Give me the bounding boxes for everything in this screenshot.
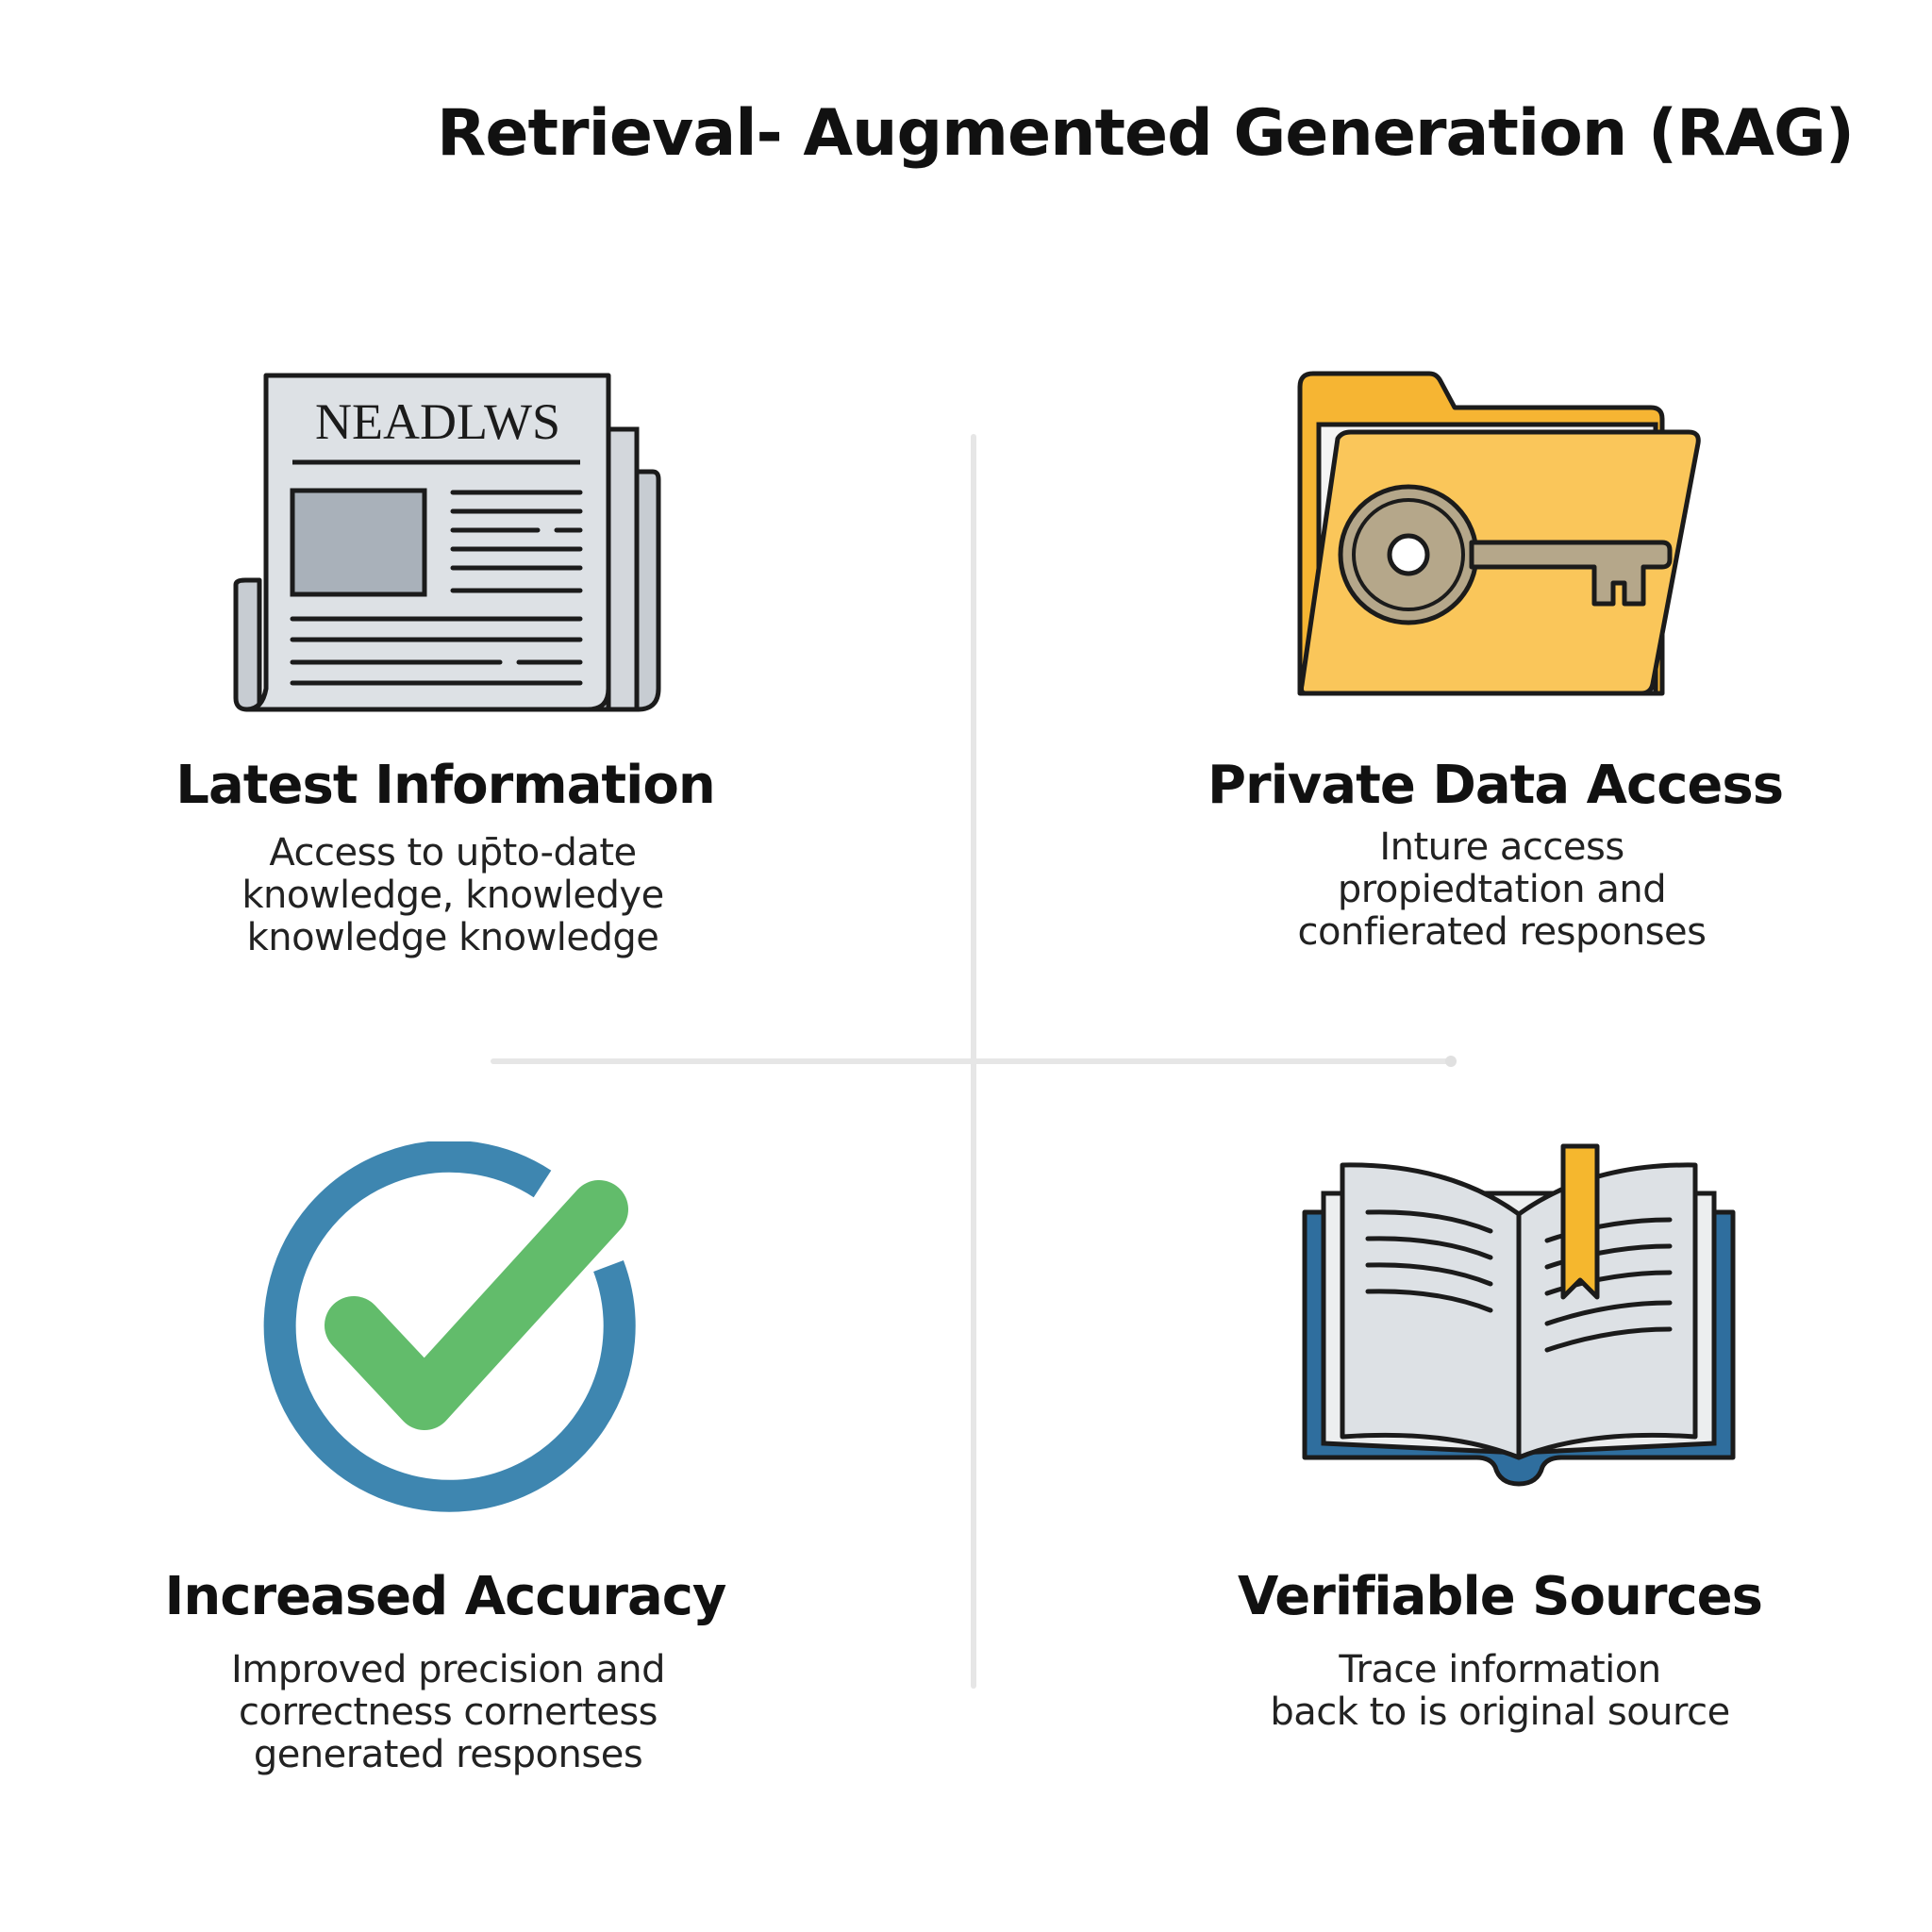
folder-key-icon — [1297, 371, 1701, 696]
description-line: propiedtation and — [1337, 868, 1667, 911]
description-line: Trace information — [1339, 1648, 1661, 1691]
page-title: Retrieval- Augmented Generation (RAG) — [437, 96, 1855, 171]
description-line: generated responses — [253, 1733, 643, 1776]
newspaper-masthead: NEADLWS — [315, 393, 560, 450]
quadrant-description: Access to up̄to-date knowledge, knowledy… — [94, 832, 811, 959]
open-book-icon — [1302, 1143, 1736, 1487]
quadrant-description: Improved precision and correctness corne… — [90, 1649, 807, 1776]
newspaper-icon: NEADLWS — [233, 373, 661, 712]
description-line: confierated responses — [1297, 910, 1707, 954]
quadrant-heading: Private Data Access — [1207, 755, 1784, 816]
description-line: knowledge, knowledye — [242, 874, 664, 917]
description-line: correctness cornertess — [239, 1690, 658, 1734]
horizontal-divider — [491, 1056, 1457, 1067]
description-line: back to is original source — [1270, 1690, 1730, 1734]
quadrant-heading: Increased Accuracy — [164, 1566, 727, 1627]
quadrant-heading: Verifiable Sources — [1238, 1566, 1763, 1627]
description-line: Access to up̄to-date — [269, 831, 637, 874]
quadrant-heading: Latest Information — [175, 755, 715, 816]
quadrant-description: Trace information back to is original so… — [1141, 1649, 1858, 1734]
description-line: Improved precision and — [231, 1648, 666, 1691]
check-circle-icon — [263, 1141, 636, 1512]
quadrant-description: Inture access propiedtation and confiera… — [1143, 826, 1860, 954]
description-line: Inture access — [1379, 825, 1624, 869]
description-line: knowledge knowledge — [246, 916, 659, 959]
